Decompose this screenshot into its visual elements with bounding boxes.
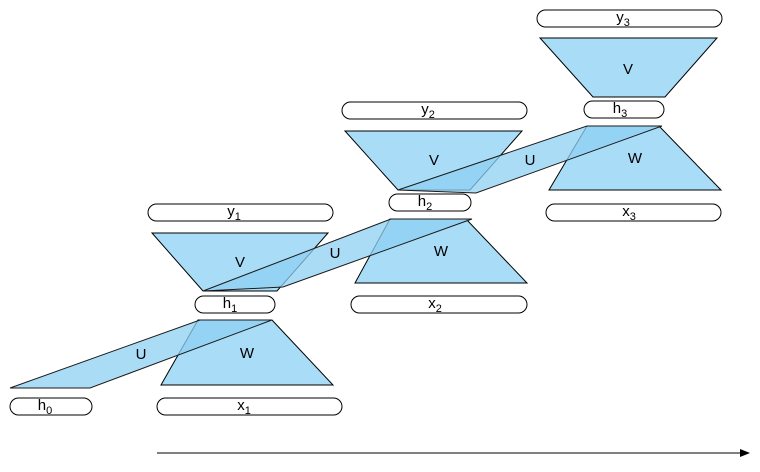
svg-text:y1: y1 [227,203,241,223]
input-node-x3: x3 [545,203,722,223]
u-recurrent-band-2-3 [397,125,663,194]
input-node-x1: x1 [156,397,343,417]
hidden-node-h3: h3 [583,100,665,120]
svg-text:h0: h0 [38,397,52,417]
svg-text:x2: x2 [428,295,442,315]
u-recurrent-band-0-1 [9,319,273,389]
hidden-node-h2: h2 [388,193,472,213]
svg-text:y3: y3 [616,9,630,29]
u-label-1: U [136,346,147,363]
u-label-3: U [525,152,536,169]
output-node-y1: y1 [147,203,334,223]
svg-text:x3: x3 [622,203,636,223]
w-label-1: W [240,345,255,362]
svg-text:y2: y2 [421,101,435,121]
input-node-x2: x2 [350,295,528,315]
u-recurrent-band-1-2 [202,218,473,292]
hidden-node-h0: h0 [9,397,93,417]
svg-text:h1: h1 [223,295,237,315]
w-label-2: W [434,243,449,260]
u-label-2: U [330,245,341,262]
v-label-1: V [235,254,245,271]
v-label-2: V [429,152,439,169]
v-layer-3 [538,37,719,98]
svg-text:x1: x1 [237,397,251,417]
hidden-node-h1: h1 [194,295,276,315]
svg-text:h3: h3 [613,100,627,120]
output-node-y3: y3 [536,9,723,29]
svg-text:h2: h2 [418,193,432,213]
v-label-3: V [623,61,633,78]
output-node-y2: y2 [341,101,528,121]
w-label-3: W [628,150,643,167]
